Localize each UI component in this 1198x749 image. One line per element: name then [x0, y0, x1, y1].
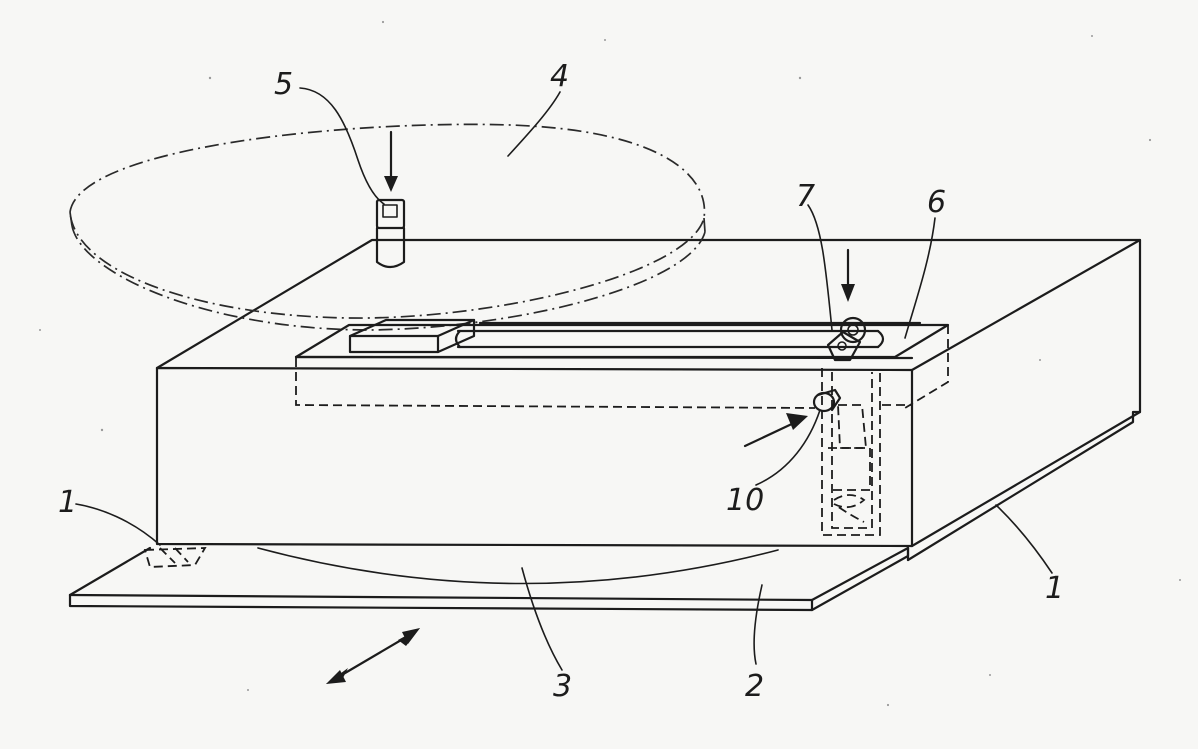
label-spindle: 5 [274, 67, 293, 102]
lever-roller [826, 248, 867, 362]
label-push-button: 10 [726, 483, 764, 518]
label-slide-rail: 6 [927, 185, 946, 220]
label-bottom-plate: 2 [745, 669, 764, 704]
slide-rail [294, 318, 950, 360]
label-turntable: 3 [553, 669, 572, 704]
label-lever-roller: 7 [796, 179, 815, 214]
base-flange-left [143, 547, 207, 568]
hidden-rail [295, 325, 949, 409]
label-disc: 4 [550, 59, 569, 94]
movement-arrow-icon [326, 628, 420, 684]
turntable [257, 547, 779, 585]
paper-specks [39, 20, 1181, 707]
leader-lines [75, 87, 1053, 671]
reference-labels: 5 4 7 6 1 1 10 3 2 [58, 59, 1064, 704]
disc [69, 123, 706, 331]
label-base-plate-right: 1 [1045, 571, 1064, 606]
spindle [375, 130, 406, 269]
housing [155, 238, 1142, 562]
push-button [743, 388, 842, 448]
label-base-plate-left: 1 [58, 485, 77, 520]
hidden-mechanism [821, 368, 881, 536]
bottom-plate [68, 546, 910, 612]
